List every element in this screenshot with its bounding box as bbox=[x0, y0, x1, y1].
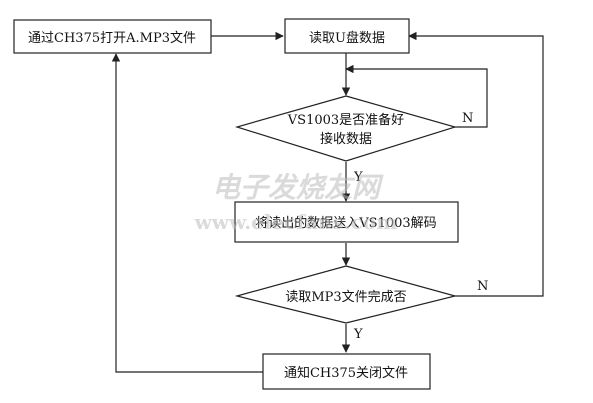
connectors bbox=[111, 31, 544, 373]
node-close-file: 通知CH375关闭文件 bbox=[262, 353, 431, 390]
node-vs-ready-line1: VS1003是否准备好 bbox=[287, 112, 404, 128]
node-vs-ready-line2: 接收数据 bbox=[320, 131, 372, 147]
edge-done-no-loop bbox=[408, 31, 544, 297]
node-open-file-label: 通过CH375打开A.MP3文件 bbox=[28, 31, 196, 46]
edge-ready-no-loop bbox=[345, 64, 488, 128]
node-read-usb: 读取U盘数据 bbox=[284, 18, 410, 54]
edge-close-to-open bbox=[111, 53, 263, 373]
label-ready-no: N bbox=[462, 111, 473, 126]
node-vs-ready: VS1003是否准备好 接收数据 bbox=[234, 95, 458, 162]
node-send-decode-label: 将读出的数据送入VS1003解码 bbox=[255, 215, 436, 231]
node-send-decode: 将读出的数据送入VS1003解码 bbox=[234, 201, 459, 243]
label-ready-yes: Y bbox=[353, 170, 363, 185]
node-read-done: 读取MP3文件完成否 bbox=[234, 265, 458, 324]
node-open-file: 通过CH375打开A.MP3文件 bbox=[13, 19, 212, 54]
watermark: 电子发烧友网 www.elecfans.com bbox=[194, 171, 398, 234]
node-close-file-label: 通知CH375关闭文件 bbox=[284, 365, 408, 381]
label-done-yes: Y bbox=[353, 327, 363, 342]
node-read-done-label: 读取MP3文件完成否 bbox=[285, 290, 406, 305]
label-done-no: N bbox=[477, 279, 488, 294]
watermark-line1: 电子发烧友网 bbox=[212, 171, 384, 204]
watermark-line2: www.elecfans.com bbox=[194, 210, 398, 234]
node-read-usb-label: 读取U盘数据 bbox=[309, 30, 385, 46]
